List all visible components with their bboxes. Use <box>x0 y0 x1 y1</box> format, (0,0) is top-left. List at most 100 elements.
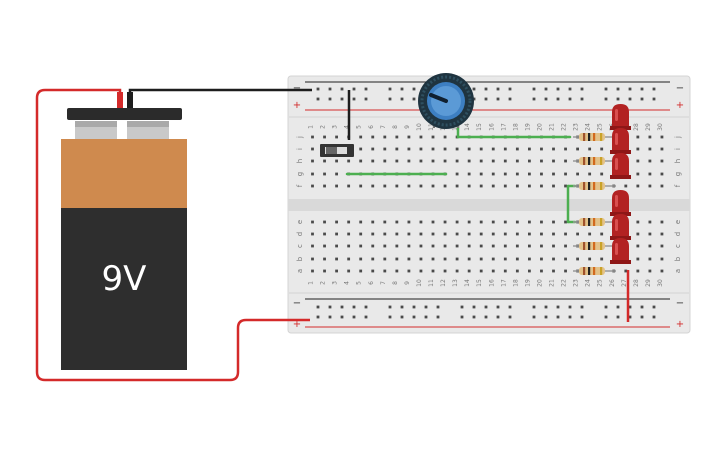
rail-hole <box>628 97 632 101</box>
rail-hole <box>652 305 656 309</box>
resistor[interactable] <box>573 218 616 226</box>
rail-hole <box>412 315 416 319</box>
rail-hole <box>424 315 428 319</box>
terminal-hole <box>335 269 338 273</box>
rail-hole <box>364 97 368 101</box>
terminal-hole <box>588 172 592 176</box>
slide-switch[interactable] <box>320 144 354 157</box>
terminal-hole <box>383 269 387 273</box>
rail-hole <box>508 305 512 309</box>
terminal-hole <box>515 159 519 163</box>
top-left-plus-sign: + <box>293 100 301 111</box>
terminal-hole <box>491 184 495 188</box>
column-number: 8 <box>392 125 399 129</box>
rail-hole <box>352 305 356 309</box>
column-number: 19 <box>524 123 531 131</box>
terminal-hole <box>443 135 447 139</box>
terminal-hole <box>660 269 664 273</box>
terminal-hole <box>443 159 447 163</box>
column-number: 22 <box>561 123 568 131</box>
terminal-hole <box>311 269 314 273</box>
terminal-hole <box>383 147 387 151</box>
terminal-hole <box>467 147 471 151</box>
terminal-hole <box>311 184 314 188</box>
led[interactable] <box>610 128 631 154</box>
terminal-hole <box>528 220 531 224</box>
terminal-hole <box>491 244 495 248</box>
terminal-hole <box>467 244 471 248</box>
switch-knob[interactable] <box>326 147 337 154</box>
rail-hole <box>508 97 512 101</box>
terminal-hole <box>660 135 664 139</box>
terminal-hole <box>443 257 447 261</box>
terminal-hole <box>419 220 423 224</box>
led-highlight <box>615 109 618 121</box>
terminal-hole <box>479 244 483 248</box>
led[interactable] <box>610 190 631 216</box>
terminal-hole <box>636 159 640 163</box>
resistor-body <box>579 242 605 250</box>
terminal-hole <box>540 184 543 188</box>
column-number: 7 <box>380 281 387 285</box>
column-number: 22 <box>561 279 568 287</box>
column-number: 30 <box>657 123 664 131</box>
potentiometer[interactable] <box>418 73 474 129</box>
column-number: 6 <box>368 281 375 285</box>
terminal-hole <box>407 184 411 188</box>
terminal-hole <box>515 220 519 224</box>
terminal-hole <box>407 232 411 236</box>
pot-pointer <box>429 93 448 103</box>
terminal-hole <box>636 269 640 273</box>
terminal-hole <box>431 220 435 224</box>
terminal-hole <box>503 184 507 188</box>
led-body <box>612 104 629 128</box>
resistor[interactable] <box>573 133 616 141</box>
terminal-hole <box>359 184 363 188</box>
led-highlight <box>615 243 618 255</box>
column-number: 25 <box>597 123 604 131</box>
column-number: 11 <box>428 123 435 131</box>
terminal-hole <box>359 257 363 261</box>
terminal-hole <box>419 244 423 248</box>
terminal-hole <box>311 147 314 151</box>
terminal-hole <box>503 159 507 163</box>
terminal-hole <box>588 232 592 236</box>
rail-hole <box>640 305 644 309</box>
resistor-band <box>588 267 591 275</box>
top-right-minus-sign: − <box>676 83 684 94</box>
led[interactable] <box>610 214 631 240</box>
column-number: 12 <box>440 279 447 287</box>
terminal-hole <box>660 159 664 163</box>
rail-hole <box>652 87 656 91</box>
resistor-band <box>600 218 603 226</box>
terminal-hole <box>359 269 363 273</box>
terminal-hole <box>600 232 604 236</box>
terminal-hole <box>564 232 567 236</box>
led[interactable] <box>610 104 631 130</box>
resistor[interactable] <box>573 182 616 190</box>
terminal-hole <box>347 184 351 188</box>
resistor[interactable] <box>573 267 616 275</box>
led[interactable] <box>610 238 631 264</box>
column-number: 17 <box>500 279 507 287</box>
resistor-band <box>593 242 596 250</box>
resistor[interactable] <box>573 157 616 165</box>
rail-hole <box>328 97 332 101</box>
resistor[interactable] <box>573 242 616 250</box>
rail-hole <box>340 315 344 319</box>
green-wires <box>345 124 577 224</box>
led[interactable] <box>610 153 631 179</box>
rail-hole <box>568 315 572 319</box>
terminal-hole <box>467 220 471 224</box>
rail-hole <box>628 315 632 319</box>
terminal-hole <box>419 269 423 273</box>
terminal-hole <box>431 147 435 151</box>
rail-hole <box>544 97 548 101</box>
column-number: 23 <box>573 123 580 131</box>
row-letter: i <box>296 148 304 150</box>
led-body <box>612 214 629 238</box>
terminal-hole <box>407 220 411 224</box>
terminal-hole <box>383 220 387 224</box>
terminal-hole <box>311 244 314 248</box>
rail-hole <box>628 87 632 91</box>
